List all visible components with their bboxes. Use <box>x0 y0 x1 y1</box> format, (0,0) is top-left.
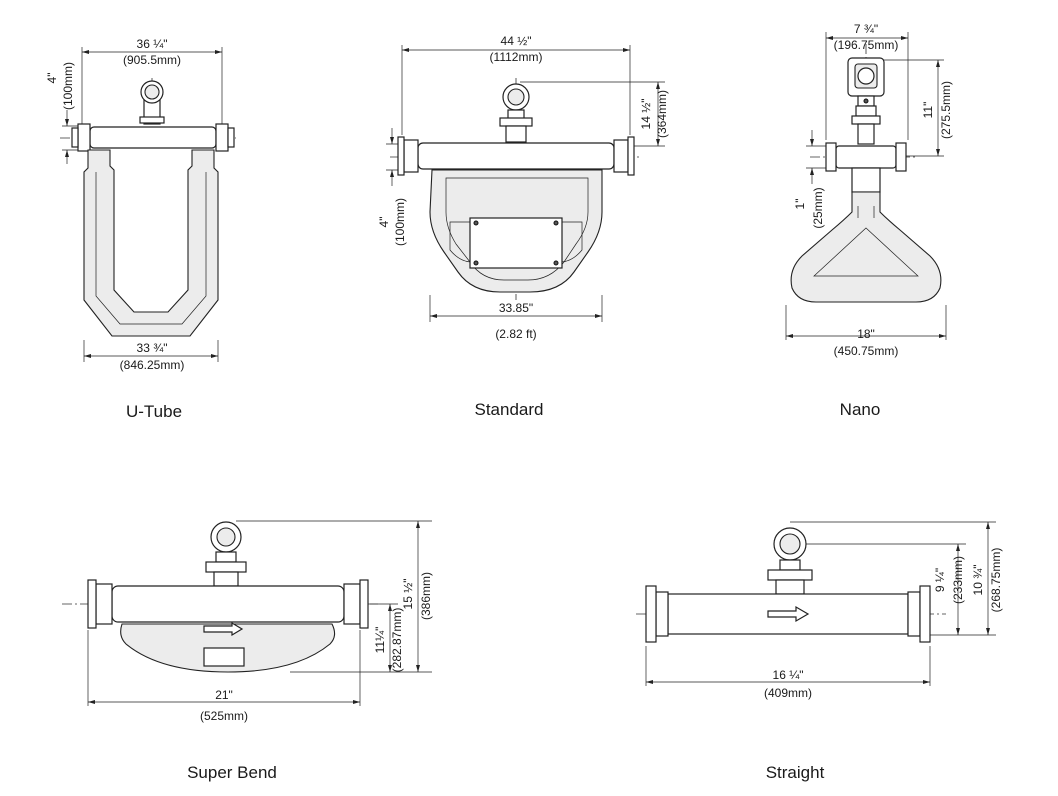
utube-caption: U-Tube <box>126 402 182 421</box>
nano-flange-inches: 1" <box>793 199 807 210</box>
nano-bottom-inches: 18" <box>857 327 875 341</box>
utube-width-inches: 36 ¼" <box>137 37 168 51</box>
straight-bottom-mm: (409mm) <box>764 686 812 700</box>
utube-width-mm: (905.5mm) <box>123 53 181 67</box>
superbend-depth-inches: 11¼" <box>373 627 387 654</box>
superbend-height-mm: (386mm) <box>419 572 433 620</box>
utube-height-inches: 4" <box>45 73 59 84</box>
nano-width-inches: 7 ¾" <box>854 22 878 36</box>
straight-height2-mm: (268.75mm) <box>989 548 1003 613</box>
standard-height-inches: 14 ½" <box>639 99 653 130</box>
nano-height-inches: 11" <box>921 102 935 119</box>
superbend-depth-mm: (282.87mm) <box>390 608 404 673</box>
superbend-bottom-inches: 21" <box>215 688 233 702</box>
nano-caption: Nano <box>840 400 881 419</box>
straight-bottom-inches: 16 ¼" <box>773 668 804 682</box>
standard-caption: Standard <box>475 400 544 419</box>
superbend-height-inches: 15 ½" <box>401 579 415 610</box>
superbend-bottom-mm: (525mm) <box>200 709 248 723</box>
standard-width-mm: (1112mm) <box>490 50 543 64</box>
straight-height2-inches: 10 ¾" <box>971 565 985 596</box>
straight-drawing <box>636 521 996 686</box>
utube-height-mm: (100mm) <box>61 62 75 110</box>
standard-width-inches: 44 ½" <box>501 34 532 48</box>
nano-flange-mm: (25mm) <box>811 187 825 228</box>
standard-drawing <box>386 45 665 322</box>
straight-caption: Straight <box>766 763 825 782</box>
standard-height-mm: (364mm) <box>655 90 669 138</box>
superbend-caption: Super Bend <box>187 763 277 782</box>
nano-height-mm: (275.5mm) <box>939 81 953 139</box>
superbend-drawing <box>62 520 432 706</box>
utube-bottom-mm: (846.25mm) <box>120 358 185 372</box>
straight-height1-mm: (233mm) <box>951 556 965 604</box>
nano-bottom-mm: (450.75mm) <box>834 344 899 358</box>
standard-flange-inches: 4" <box>377 217 391 228</box>
nano-width-mm: (196.75mm) <box>834 38 899 52</box>
utube-bottom-inches: 33 ¾" <box>137 341 168 355</box>
standard-bottom-inches: 33.85" <box>499 301 533 315</box>
standard-bottom-ft: (2.82 ft) <box>495 327 536 341</box>
utube-drawing <box>60 47 236 362</box>
standard-flange-mm: (100mm) <box>393 198 407 246</box>
nano-drawing <box>785 32 947 340</box>
straight-height1-inches: 9 ¼" <box>933 568 947 592</box>
